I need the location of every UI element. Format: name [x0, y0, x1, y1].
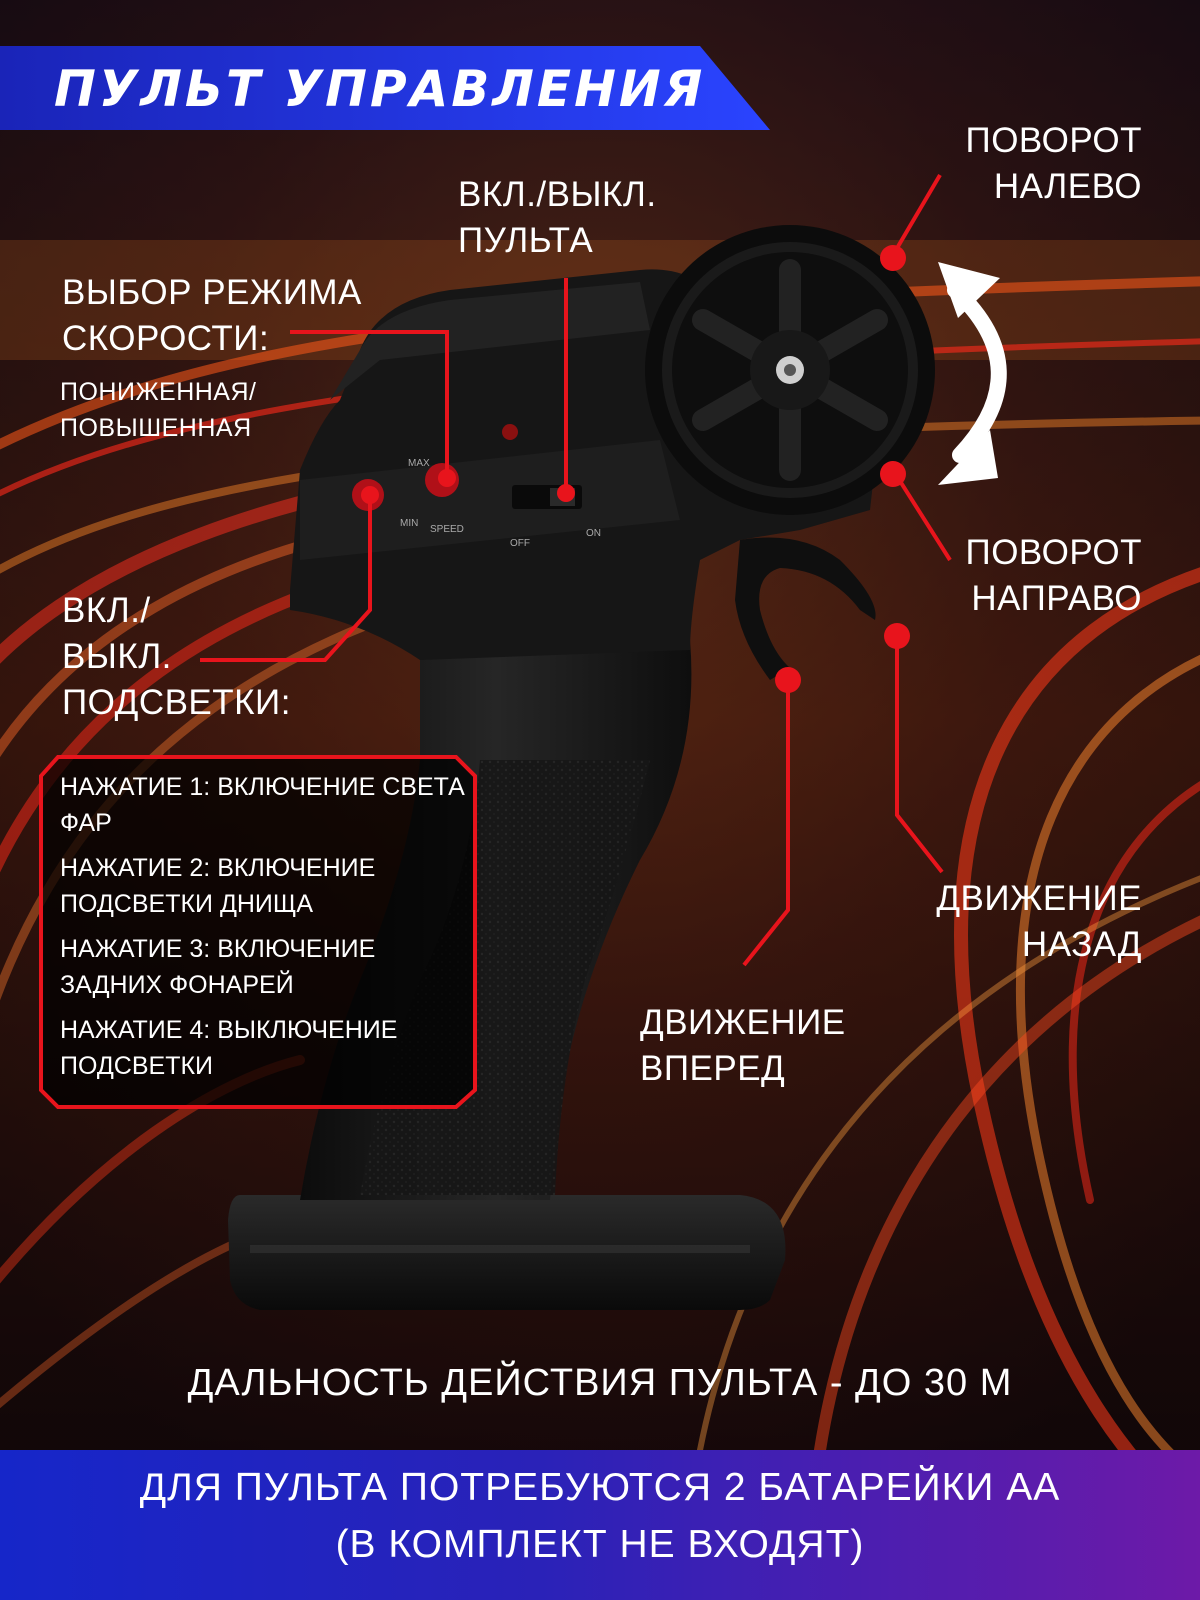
marking-on: ON: [586, 528, 601, 539]
label-move-forward: ДВИЖЕНИЕ ВПЕРЕД: [640, 1003, 846, 1089]
callout-dot-icon: [775, 667, 801, 693]
callout-dot-icon: [884, 623, 910, 649]
lights-mode-item: НАЖАТИЕ 2: ВКЛЮЧЕНИЕ ПОДСВЕТКИ ДНИЩА: [60, 854, 376, 918]
label-turn-left: ПОВОРОТ НАЛЕВО: [965, 121, 1142, 207]
lights-mode-item: НАЖАТИЕ 4: ВЫКЛЮЧЕНИЕ ПОДСВЕТКИ: [60, 1016, 398, 1080]
marking-min: MIN: [400, 518, 418, 529]
label-move-back: ДВИЖЕНИЕ НАЗАД: [936, 879, 1142, 965]
callout-dot-icon: [557, 484, 575, 502]
label-speed-mode: ВЫБОР РЕЖИМА СКОРОСТИ:: [62, 273, 362, 359]
battery-note: ДЛЯ ПУЛЬТА ПОТРЕБУЮТСЯ 2 БАТАРЕЙКИ АА (В…: [139, 1466, 1061, 1566]
label-speed-mode-sub: ПОНИЖЕННАЯ/ ПОВЫШЕННАЯ: [60, 378, 257, 443]
page-title: Пульт управления: [54, 60, 706, 118]
power-led: [502, 424, 518, 440]
label-turn-right: ПОВОРОТ НАПРАВО: [965, 533, 1142, 619]
label-power-switch: ВКЛ./ВЫКЛ. ПУЛЬТА: [458, 175, 657, 261]
remote-trigger: [735, 537, 876, 680]
callout-dot-icon: [438, 469, 456, 487]
title-banner: [0, 46, 770, 130]
marking-speed: SPEED: [430, 524, 464, 535]
label-lights-toggle: ВКЛ./ ВЫКЛ. ПОДСВЕТКИ:: [62, 591, 291, 723]
callout-dot-icon: [880, 245, 906, 271]
lights-mode-item: НАЖАТИЕ 3: ВКЛЮЧЕНИЕ ЗАДНИХ ФОНАРЕЙ: [60, 935, 376, 999]
lights-mode-item: НАЖАТИЕ 1: ВКЛЮЧЕНИЕ СВЕТА ФАР: [60, 773, 465, 837]
callout-dot-icon: [361, 486, 379, 504]
range-text: ДАЛЬНОСТЬ ДЕЙСТВИЯ ПУЛЬТА - ДО 30 М: [187, 1362, 1013, 1404]
lights-modes-list: НАЖАТИЕ 1: ВКЛЮЧЕНИЕ СВЕТА ФАР НАЖАТИЕ 2…: [60, 770, 470, 1094]
battery-note-bar: [0, 1450, 1200, 1600]
lights-modes-box: [39, 755, 477, 1109]
marking-max: MAX: [408, 458, 430, 469]
rotate-arrow-icon: [938, 262, 1007, 485]
marking-off: OFF: [510, 538, 530, 549]
callout-dot-icon: [880, 461, 906, 487]
